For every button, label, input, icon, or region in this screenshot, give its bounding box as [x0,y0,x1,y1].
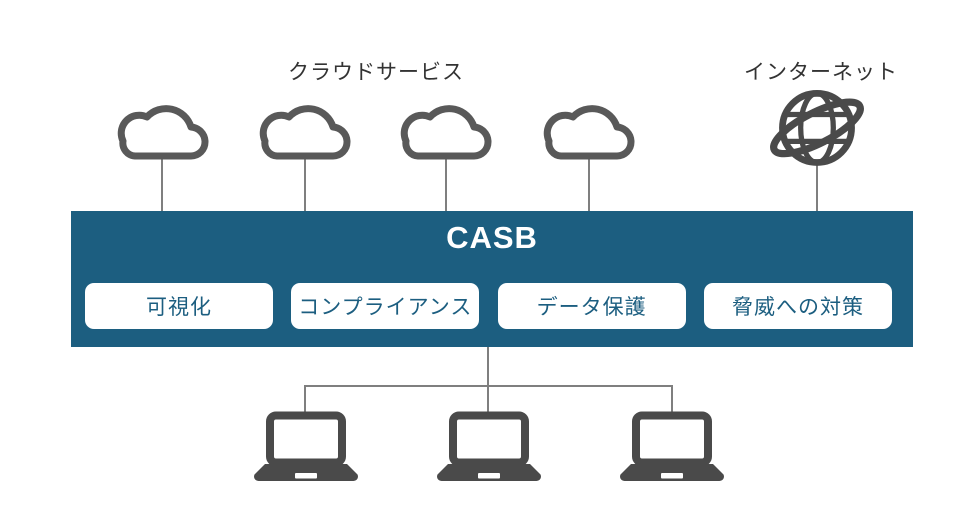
connector-laptop-right [671,385,673,413]
laptop-screen [632,411,712,467]
function-box-threat-protection: 脅威への対策 [703,283,892,329]
connector-branch [304,385,673,387]
cloud-services-label: クラウドサービス [288,61,464,84]
connector-cloud-3 [445,158,447,212]
casb-title: CASB [446,220,538,255]
cloud-outline [400,105,492,160]
cloud-icon [259,105,351,160]
function-box-visibility: 可視化 [85,283,273,329]
laptop-trackpad [478,473,500,479]
cloud-icon [117,105,209,160]
connector-banner-center [487,347,489,413]
laptop-base [437,464,541,481]
casb-banner: CASB 可視化 コンプライアンス データ保護 脅威への対策 [71,211,913,347]
function-box-compliance: コンプライアンス [291,283,480,329]
function-label: データ保護 [536,296,647,319]
cloud-outline [117,105,209,160]
cloud-icon [400,105,492,160]
connector-internet [816,156,818,212]
laptop-trackpad [295,473,317,479]
internet-label: インターネット [744,61,898,84]
casb-function-row: 可視化 コンプライアンス データ保護 脅威への対策 [85,283,892,329]
function-box-data-protection: データ保護 [497,283,686,329]
cloud-outline [259,105,351,160]
cloud-outline [543,105,635,160]
connector-cloud-4 [588,158,590,212]
laptop-icon [437,411,541,481]
function-label: 可視化 [146,296,212,319]
laptop-trackpad [661,473,683,479]
globe-orbit-icon [770,90,864,166]
connector-cloud-1 [161,158,163,212]
laptop-icon [254,411,358,481]
connector-cloud-2 [304,158,306,212]
laptop-base [620,464,724,481]
cloud-icon [543,105,635,160]
laptop-base [254,464,358,481]
function-label: コンプライアンス [298,296,473,319]
globe-orbit-ring [770,98,864,158]
connector-laptop-left [304,385,306,413]
globe-meridian [798,90,836,166]
function-label: 脅威への対策 [731,296,864,319]
laptop-screen [449,411,529,467]
laptop-screen [266,411,346,467]
laptop-icon [620,411,724,481]
